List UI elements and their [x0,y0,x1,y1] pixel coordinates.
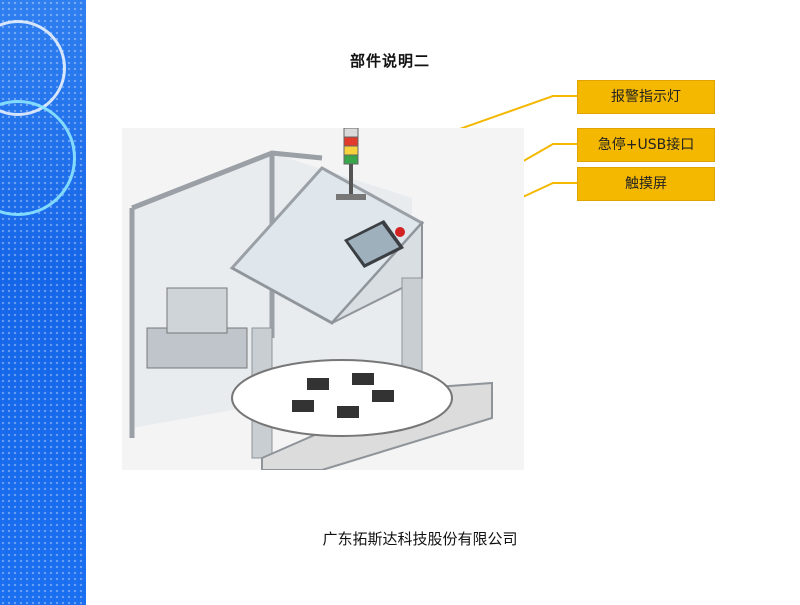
company-name: 广东拓斯达科技股份有限公司 [322,530,518,548]
decorative-sidebar [0,0,86,605]
slide-title: 部件说明二 [349,52,430,70]
callout-alarm-light: 报警指示灯 [577,80,715,114]
machine-illustration [122,128,524,470]
callout-estop-usb: 急停+USB接口 [577,128,715,162]
callout-touchscreen: 触摸屏 [577,167,715,201]
